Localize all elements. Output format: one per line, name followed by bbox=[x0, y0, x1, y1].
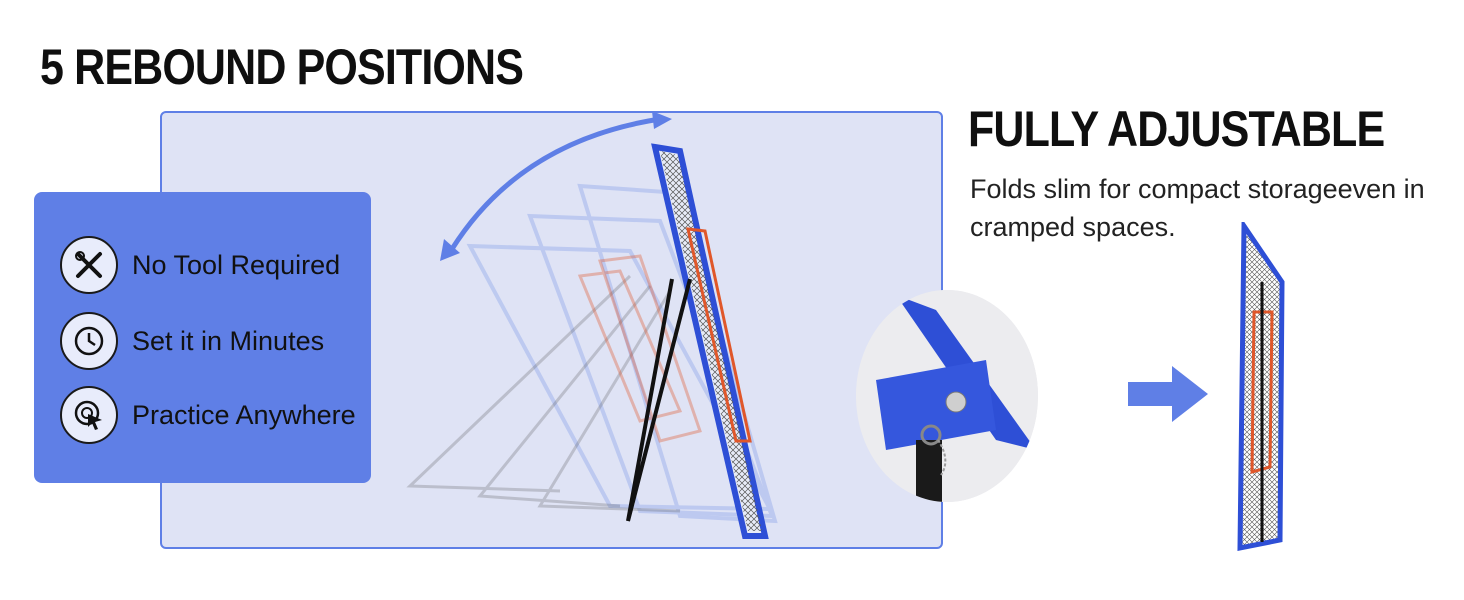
folded-rebounder-image bbox=[1237, 222, 1285, 552]
hinge-detail-image bbox=[856, 290, 1038, 502]
target-cursor-icon bbox=[60, 386, 118, 444]
feature-practice-anywhere: Practice Anywhere bbox=[60, 384, 356, 446]
headline-fully-adjustable: FULLY ADJUSTABLE bbox=[968, 101, 1385, 157]
tools-icon bbox=[60, 236, 118, 294]
feature-no-tool: No Tool Required bbox=[60, 234, 340, 296]
arrow-right-icon bbox=[1128, 366, 1210, 427]
description-text: Folds slim for compact storageeven in cr… bbox=[970, 174, 1425, 242]
features-box: No Tool Required Set it in Minutes Pract… bbox=[34, 192, 371, 483]
feature-set-in-minutes: Set it in Minutes bbox=[60, 310, 324, 372]
rebounder-positions-illustration bbox=[406, 111, 778, 539]
feature-label: Set it in Minutes bbox=[132, 325, 325, 356]
clock-icon bbox=[60, 312, 118, 370]
feature-label: No Tool Required bbox=[132, 249, 341, 280]
headline-rebound-positions: 5 REBOUND POSITIONS bbox=[40, 39, 524, 95]
feature-label: Practice Anywhere bbox=[132, 399, 356, 430]
